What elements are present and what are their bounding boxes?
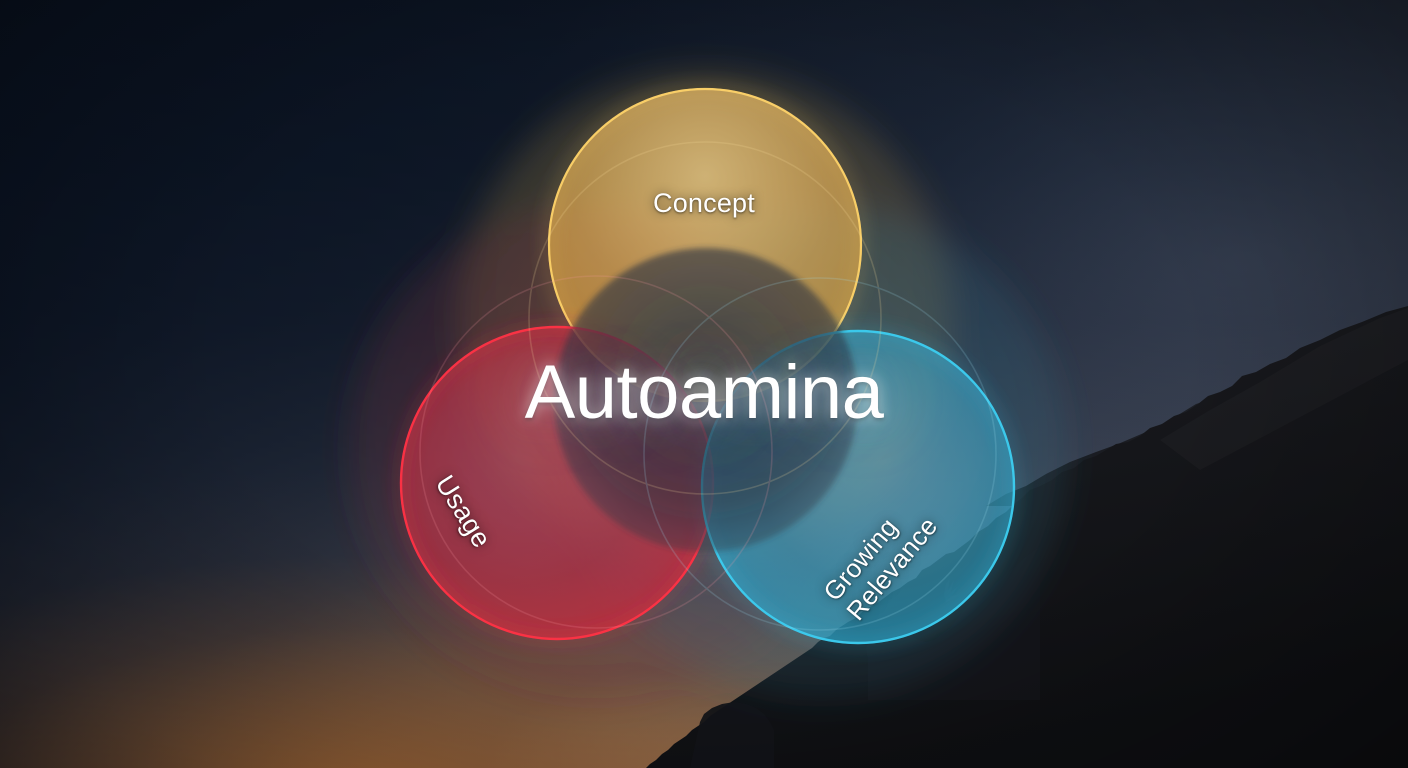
venn-intersection-core xyxy=(554,248,858,552)
venn-label-concept: Concept xyxy=(653,188,755,218)
diagram-center-title: Autoamina xyxy=(524,350,884,435)
venn-inner-arcs xyxy=(419,141,997,631)
venn-circles-group xyxy=(399,87,1016,645)
